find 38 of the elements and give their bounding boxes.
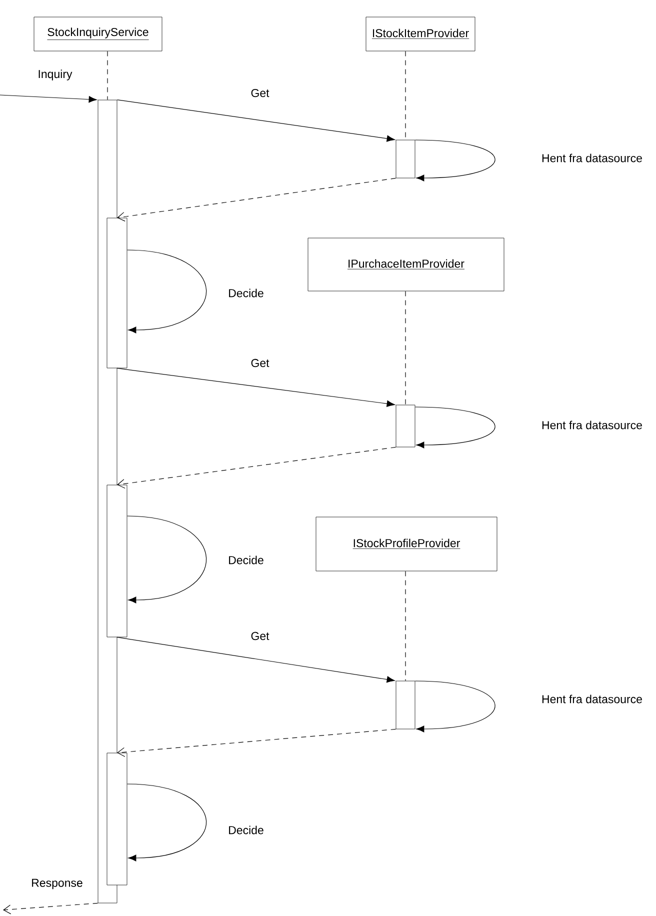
lifeline-head-box: IPurchaceItemProvider — [308, 238, 504, 292]
message-label: Response — [30, 878, 84, 890]
message-label: Decide — [227, 288, 265, 298]
message-arrow — [116, 100, 395, 142]
message-label: Inquiry — [36, 68, 74, 82]
message-label: Hent fra datasource — [540, 152, 644, 164]
message-arrow — [116, 368, 395, 407]
message-arrow — [0, 94, 97, 103]
self-message-arrow — [126, 784, 207, 862]
return-message-arrow — [117, 178, 396, 222]
message-label: Decide — [227, 554, 265, 566]
self-message-arrow — [414, 680, 496, 732]
activation-bar — [396, 680, 416, 730]
lifeline-head-box: StockInquiryService — [34, 16, 162, 52]
message-label: Get — [250, 630, 270, 642]
lifeline-head-box: IStockItemProvider — [366, 16, 476, 52]
self-message-arrow — [414, 140, 496, 182]
message-label: Get — [250, 88, 270, 98]
return-message-arrow — [3, 902, 98, 914]
lifeline — [405, 570, 406, 682]
activation-bar — [396, 140, 416, 178]
message-label: Hent fra datasource — [540, 694, 644, 704]
message-label: Get — [250, 358, 270, 368]
lifeline — [107, 50, 108, 100]
lifeline-head-box: IStockProfileProvider — [316, 516, 498, 572]
activation-bar — [106, 484, 128, 638]
self-message-arrow — [126, 516, 207, 604]
self-message-arrow — [414, 406, 496, 448]
message-label: Hent fra datasource — [540, 420, 644, 430]
return-message-arrow — [117, 728, 396, 757]
message-label: Decide — [227, 824, 265, 836]
activation-bar — [106, 218, 128, 368]
activation-bar — [396, 404, 416, 448]
lifeline — [405, 290, 406, 406]
return-message-arrow — [117, 446, 396, 489]
activation-bar — [106, 752, 128, 886]
self-message-arrow — [126, 250, 207, 334]
message-arrow — [116, 636, 395, 683]
